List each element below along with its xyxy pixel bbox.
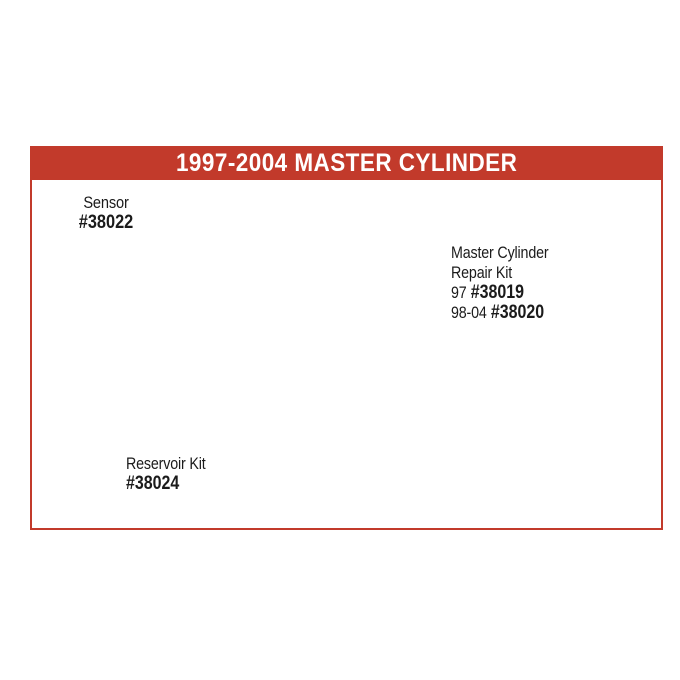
repair-kit-part-98-04: #38020 <box>490 302 545 323</box>
repair-kit-part-97: #38019 <box>470 282 525 303</box>
reservoir-kit-label-name: Reservoir Kit <box>126 454 206 473</box>
sensor-label-name: Sensor <box>83 193 129 212</box>
repair-kit-years-97: 97 <box>451 283 467 302</box>
repair-kit-label: Master Cylinder Repair Kit 97#38019 98-0… <box>451 243 549 323</box>
repair-kit-label-line2: Repair Kit <box>451 263 513 282</box>
repair-kit-row-98-04: 98-04#38020 <box>451 303 548 323</box>
repair-kit-years-98-04: 98-04 <box>451 303 487 322</box>
reservoir-kit-label: Reservoir Kit #38024 <box>126 454 206 495</box>
diagram-frame: 1997-2004 MASTER CYLINDER <box>30 146 663 530</box>
page-title: 1997-2004 MASTER CYLINDER <box>175 148 518 177</box>
sensor-part-number: #38022 <box>78 212 134 233</box>
title-bar: 1997-2004 MASTER CYLINDER <box>32 146 661 180</box>
repair-kit-label-line1: Master Cylinder <box>451 243 549 262</box>
sensor-label: Sensor #38022 <box>63 193 149 233</box>
repair-kit-row-97: 97#38019 <box>451 283 548 303</box>
reservoir-kit-part-number: #38024 <box>126 473 180 494</box>
